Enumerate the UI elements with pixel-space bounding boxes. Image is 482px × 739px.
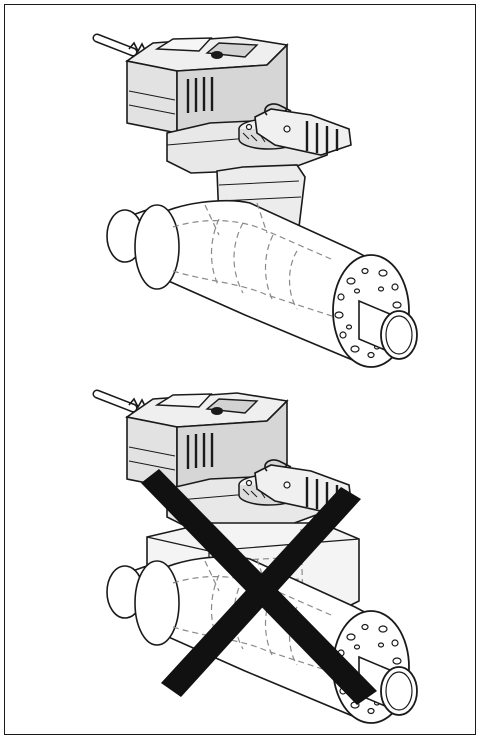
insulated-pipe-top — [106, 199, 418, 368]
panel-correct-installation — [97, 37, 418, 368]
actuator-bottom — [97, 393, 351, 529]
figure-frame — [4, 4, 476, 735]
installation-diagram — [5, 5, 418, 724]
incorrect-cross-icon — [141, 469, 377, 705]
panel-incorrect-installation — [97, 393, 418, 724]
